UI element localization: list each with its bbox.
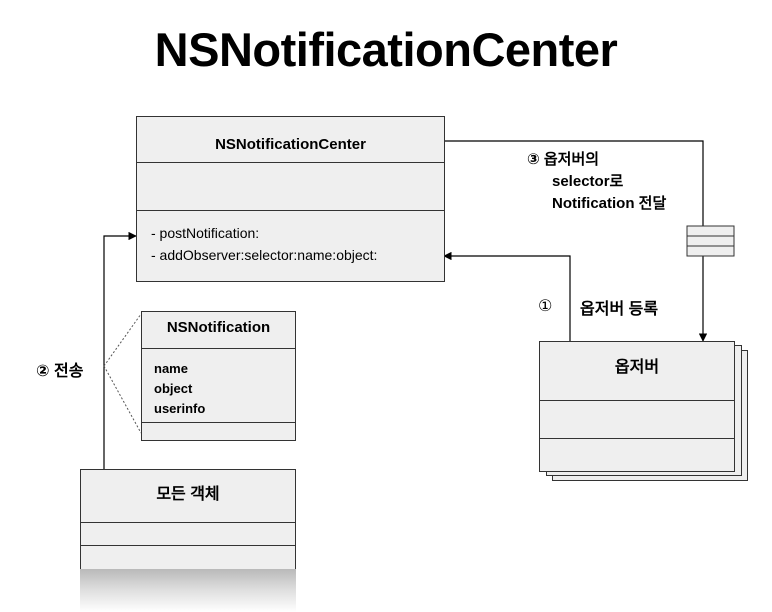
register-arrow [443,251,571,341]
callout-line-bottom [103,365,142,434]
deliver-arrow [445,140,708,342]
method-post-notification: - postNotification: [151,225,260,241]
send-arrow [103,231,137,469]
property-userinfo: userinfo [154,401,206,416]
all-objects-fade [80,569,296,612]
step1-number: ① [538,298,553,315]
observer-class-box: 옵저버 [539,341,735,472]
all-objects-class-name: 모든 객체 [156,486,220,503]
step1-label: 옵저버 등록 [580,301,659,318]
property-name: name [154,361,188,376]
notification-class-name: NSNotification [166,319,271,336]
notification-class-box: NSNotification name object userinfo [141,311,296,441]
step3-label-line1: ③ 옵저버의 [527,151,600,168]
all-objects-class-box: 모든 객체 [80,469,296,570]
step2-label: ② 전송 [36,363,84,380]
callout-line-top [103,313,142,367]
page-title: NSNotificationCenter [154,23,618,76]
message-icon [686,225,735,257]
notification-center-class-box: NSNotificationCenter - postNotification:… [136,116,445,282]
method-add-observer: - addObserver:selector:name:object: [151,247,378,263]
notification-center-class-name: NSNotificationCenter [215,136,366,153]
step3-label-line3: Notification 전달 [552,195,667,212]
observer-class-name: 옵저버 [614,359,660,376]
property-object: object [154,381,193,396]
step3-label-line2: selector로 [552,173,624,190]
